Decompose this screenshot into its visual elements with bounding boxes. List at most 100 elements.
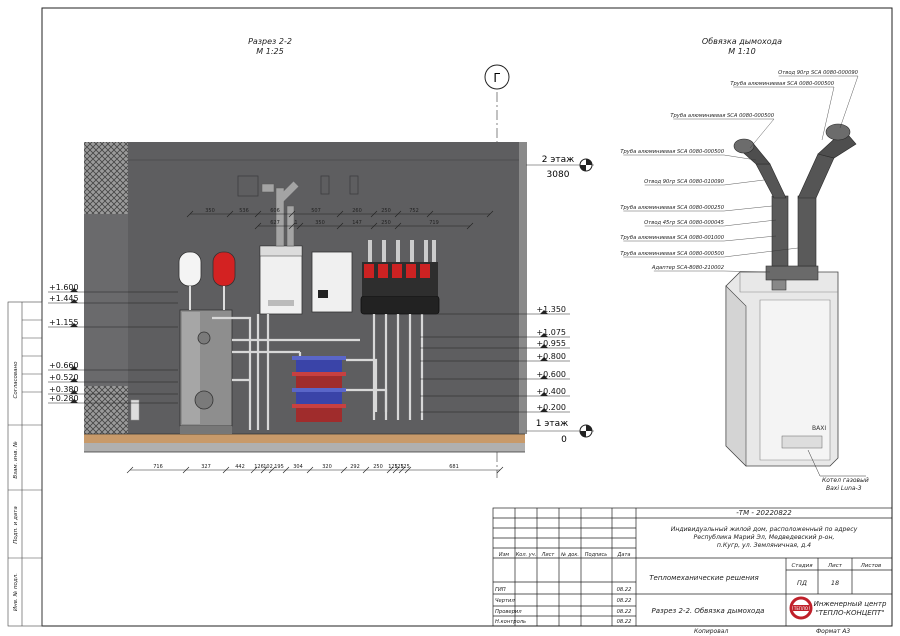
dimension-label: 250 xyxy=(373,464,383,470)
stamp-header: Дата xyxy=(617,552,631,558)
side-strip xyxy=(7,301,43,627)
level-right-label: +0.600 xyxy=(536,370,566,379)
flue-part-label: Труба алюминиевая SCA 0080-000500 xyxy=(620,251,724,257)
levels-right: +1.350+1.075+0.955+0.800+0.600+0.400+0.2… xyxy=(420,305,570,413)
dimension-label: 627 xyxy=(270,220,280,226)
side-strip-label: Инв. № подл. xyxy=(13,573,19,611)
level-right-label: +0.400 xyxy=(536,387,566,396)
level-right-label: +0.800 xyxy=(536,352,566,361)
dimension-label: 250 xyxy=(381,220,391,226)
stamp-object-line: п.Кугр, ул. Земляничная, д.4 xyxy=(717,542,811,549)
dimension-label: 147 xyxy=(352,220,362,226)
logo-text: ТЕПЛО xyxy=(793,606,808,611)
stamp-sheet: 18 xyxy=(831,579,839,587)
side-strip-label: Взам. инв. № xyxy=(13,441,19,479)
dimension-label: 1 xyxy=(294,220,297,226)
company-name-1: Инженерный центр xyxy=(814,600,887,608)
pipes xyxy=(212,314,424,430)
floor-1-elevation: 0 xyxy=(561,435,567,445)
stamp-role-date: 08.22 xyxy=(617,609,632,615)
svg-text:BAXI: BAXI xyxy=(812,425,826,432)
dimension-label: 719 xyxy=(429,220,439,226)
side-strip-label: Согласовано xyxy=(13,361,19,399)
level-left-label: +1.445 xyxy=(49,294,79,303)
dimension-label: 260 xyxy=(352,208,362,214)
flue-scale: М 1:10 xyxy=(728,47,755,56)
flue-part-label: Отвод 90гр SCA 0080-010090 xyxy=(644,179,725,185)
level-right-label: +0.955 xyxy=(536,339,566,348)
boiler-label-2: Baxi Luna-3 xyxy=(826,485,862,492)
floor-base xyxy=(84,443,525,452)
dimension-label: 350 xyxy=(315,220,325,226)
level-right-label: +1.075 xyxy=(536,328,566,337)
level-left-label: +0.520 xyxy=(49,373,79,382)
stamp-header: Изм xyxy=(499,552,509,558)
flue-part-label: Труба алюминиевая SCA 0080-000500 xyxy=(730,81,834,87)
footer-format: Формат А3 xyxy=(816,628,850,635)
flue-title: Обвязка дымохода xyxy=(702,37,782,46)
level-left-label: +0.660 xyxy=(49,361,79,370)
floor-1-name: 1 этаж xyxy=(536,419,568,429)
boiler-label-1: Котел газовый xyxy=(822,477,869,484)
dimension-label: 304 xyxy=(293,464,303,470)
dimension-label: 102 xyxy=(263,464,273,470)
company-logo-icon: ТЕПЛО xyxy=(789,596,813,620)
stamp-role-date: 08.22 xyxy=(617,598,632,604)
stamp-role: ГИП xyxy=(495,587,506,593)
floor-slab xyxy=(84,434,525,443)
stamp-object-line: Индивидуальный жилой дом, расположенный … xyxy=(671,526,858,533)
section-title: Разрез 2-2 xyxy=(248,37,292,46)
dimension-label: 752 xyxy=(409,208,419,214)
floor-marker-2: 2 этаж 3080 xyxy=(526,155,594,180)
stamp-sheet-header: Листов xyxy=(860,563,882,569)
flue-part-label: Отвод 45гр SCA 0080-000045 xyxy=(644,220,725,226)
flue-part-label: Адаптер SCA-8080-210002 xyxy=(651,265,724,271)
dimension-label: 195 xyxy=(274,464,284,470)
expansion-tank-white xyxy=(178,251,202,310)
wall-column-top xyxy=(84,142,128,214)
stamp-code: -ТМ - 20220822 xyxy=(736,509,792,517)
stamp-drawing-name: Разрез 2-2. Обвязка дымохода xyxy=(652,607,765,615)
flue-part-label: Труба алюминиевая SCA 0080-000500 xyxy=(670,113,774,119)
axis-label: Г xyxy=(493,71,500,85)
level-left-label: +0.280 xyxy=(49,394,79,403)
electric-boiler xyxy=(311,251,353,313)
stamp-header: № док. xyxy=(560,552,579,558)
dimension-label: 125 xyxy=(400,464,410,470)
dimension-label: 125 xyxy=(388,464,398,470)
stamp-role: Н.контроль xyxy=(495,619,526,625)
dimension-label: 350 xyxy=(205,208,215,214)
dimension-label: 442 xyxy=(235,464,245,470)
floor-2-elevation: 3080 xyxy=(547,170,570,180)
stamp-header: Кол. уч. xyxy=(516,552,537,558)
title-block xyxy=(492,507,893,627)
flue-part-label: Отвод 90гр SCA 0080-000090 xyxy=(778,70,859,76)
company-name-2: "ТЕПЛО-КОНЦЕПТ" xyxy=(816,609,885,617)
stamp-section-name: Тепломеханические решения xyxy=(649,574,758,582)
stamp-role-date: 08.22 xyxy=(617,587,632,593)
floor-2-name: 2 этаж xyxy=(542,155,574,165)
dimension-label: 125 xyxy=(394,464,404,470)
stamp-sheet-header: Лист xyxy=(827,563,843,569)
boiler-callout: Котел газовый Baxi Luna-3 xyxy=(807,449,869,492)
floor-marker-1: 1 этаж 0 xyxy=(526,419,594,445)
dimension-label: 716 xyxy=(153,464,163,470)
section-scale: М 1:25 xyxy=(256,47,283,56)
floor-heating-collectors xyxy=(292,356,346,422)
wall-column-bottom xyxy=(84,386,128,434)
stamp-role: Проверил xyxy=(495,609,522,615)
dimension-label: 126 xyxy=(254,464,264,470)
dimension-label: 507 xyxy=(311,208,321,214)
stamp-stage: ПД xyxy=(797,579,807,587)
level-left-label: +1.600 xyxy=(49,283,79,292)
flue-drawing: BAXI xyxy=(725,123,857,467)
stamp-sheet-header: Стадия xyxy=(791,563,813,569)
level-left-label: +1.155 xyxy=(49,318,79,327)
heating-manifold xyxy=(360,240,440,315)
footer-copied: Копировал xyxy=(694,628,728,635)
level-left-label: +0.380 xyxy=(49,385,79,394)
dimension-label: 327 xyxy=(201,464,211,470)
stamp-role-date: 08.22 xyxy=(617,619,632,625)
